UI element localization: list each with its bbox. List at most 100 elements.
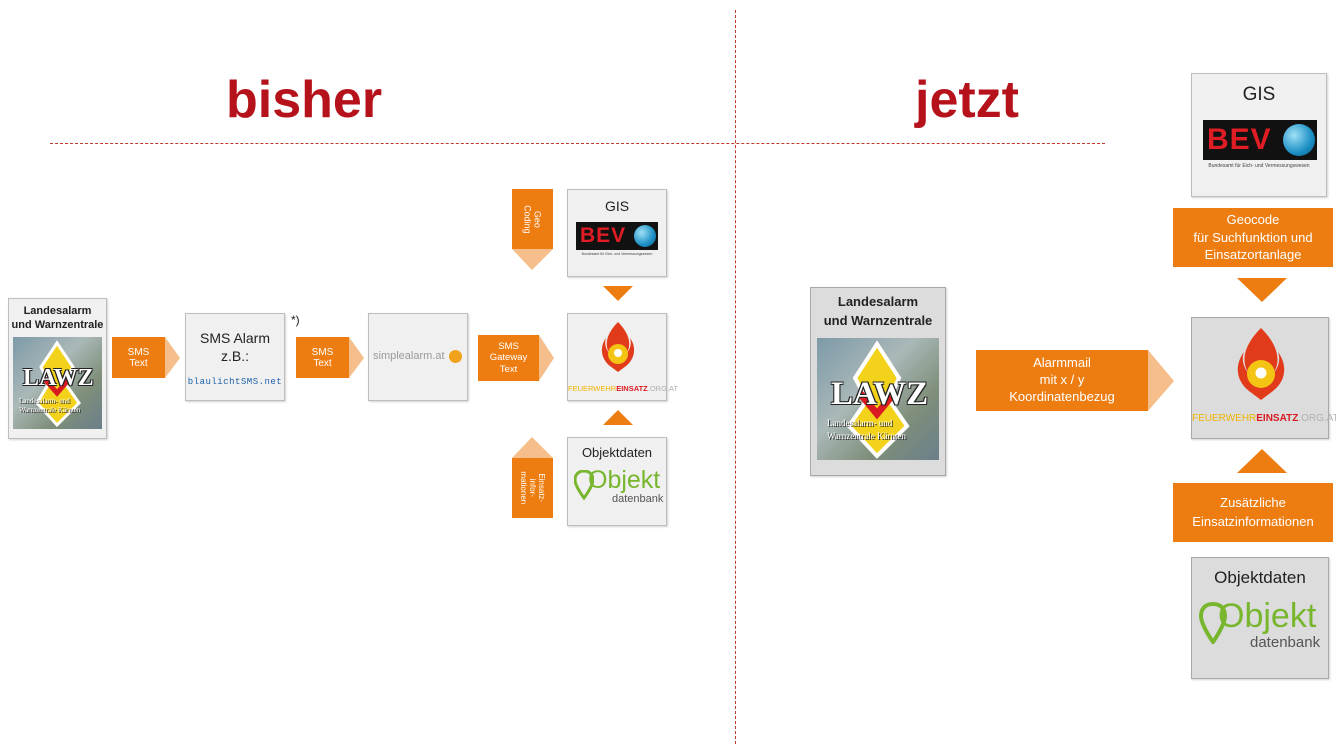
einsatz-info-line2: infor- — [528, 478, 538, 498]
lawz-jetzt-logo-sub1: Landesalarm- und — [827, 418, 893, 428]
einsatz-info-line3: mationen — [518, 471, 528, 505]
bev-logo-text: BEV — [580, 224, 627, 247]
objekt-logo-sub-jetzt: datenbank — [1250, 634, 1321, 651]
lawz-jetzt-logo-sub2: Warnzentrale Kärnten — [827, 431, 906, 441]
arrow-sms-gateway: SMS Gateway Text — [478, 335, 539, 381]
footnote-marker: *) — [291, 313, 300, 327]
arrow-geo-coding: Geo Coding — [512, 189, 553, 249]
lawz-jetzt-logo-text: LAWZ — [831, 376, 929, 412]
gis-box-bisher: GIS BEV Bundesamt für Eich- und Vermessu… — [567, 189, 667, 277]
heading-jetzt: jetzt — [915, 71, 1019, 129]
feuerwehr-jetzt-part3: .ORG.AT — [1298, 413, 1336, 424]
lawz-box-jetzt: Landesalarm und Warnzentrale LAWZ Landes… — [810, 287, 946, 476]
location-pin-icon — [1199, 602, 1227, 644]
geo-coding-text: Geo Coding — [522, 205, 543, 234]
sms-alarm-box: SMS Alarm z.B.: blaulichtSMS.net — [185, 313, 285, 401]
geocode-line1: Geocode — [1226, 212, 1280, 228]
arrow-gateway-line3: Text — [499, 363, 518, 375]
arrow-head-1 — [165, 337, 180, 378]
bev-caption-jetzt: Bundesamt für Eich- und Vermessungswesen — [1208, 163, 1310, 169]
arrow-head-alarmmail — [1148, 350, 1174, 411]
geo-coding-line1: Geo — [532, 210, 543, 228]
arrow-head-3 — [539, 335, 554, 381]
lawz-jetzt-logo-image: LAWZ Landesalarm- und Warnzentrale Kärnt… — [817, 338, 939, 460]
bev-caption-bisher: Bundesamt für Eich- und Vermessungswesen — [581, 252, 653, 256]
zusatz-line1: Zusätzliche — [1220, 495, 1286, 511]
vertical-divider — [735, 10, 736, 744]
objekt-logo-bisher: Objekt — [588, 466, 661, 494]
location-pin-icon — [574, 470, 594, 500]
feuerwehr-box-jetzt: FEUERWEHREINSATZ.ORG.AT — [1191, 317, 1336, 439]
simplealarm-logo: simplealarm.at — [373, 350, 445, 362]
alarmmail-line1: Alarmmail — [1033, 355, 1091, 371]
gis-box-jetzt: GIS BEV Bundesamt für Eich- und Vermessu… — [1191, 73, 1327, 197]
simplealarm-box: simplealarm.at — [368, 313, 468, 401]
arrow-geocode: Geocode für Suchfunktion und Einsatzorta… — [1173, 208, 1333, 267]
sms-alarm-line2: z.B.: — [220, 348, 249, 364]
lawz-box-bisher: Landesalarm und Warnzentrale LAWZ Landes… — [8, 298, 107, 439]
sms-alarm-line1: SMS Alarm — [199, 330, 270, 346]
arrow-sms-text-2-line1: SMS — [311, 346, 334, 358]
lawz-logo-image: LAWZ Landesalarm- und Warnzentrale Kärnt… — [13, 337, 102, 429]
lawz-jetzt-title-line2: und Warnzentrale — [823, 313, 933, 328]
lawz-jetzt-shield-icon — [846, 340, 910, 459]
lawz-title-line2: und Warnzentrale — [11, 319, 104, 331]
lawz-logo-sub1: Landesalarm- und — [19, 397, 70, 405]
arrow-up-zusatz — [1237, 449, 1287, 473]
arrow-head-geo — [512, 249, 553, 270]
geocode-line3: Einsatzortanlage — [1204, 247, 1302, 263]
geo-coding-line2: Coding — [522, 204, 533, 234]
blaulichtsms-logo: blaulichtSMS.net — [187, 377, 283, 387]
zusatz-line2: Einsatzinformationen — [1192, 513, 1314, 529]
arrow-sms-text-2-line2: Text — [313, 357, 332, 369]
objekt-logo-sub-bisher: datenbank — [612, 493, 664, 505]
einsatz-info-line1: Einsatz- — [537, 473, 547, 503]
lawz-title-line1: Landesalarm — [23, 305, 92, 317]
objekt-box-jetzt: Objektdaten Objekt datenbank — [1191, 557, 1329, 679]
feuerwehr-part1: FEUERWEHR — [568, 384, 617, 393]
arrow-head-einsatz — [512, 437, 553, 458]
arrow-alarmmail: Alarmmail mit x / y Koordinatenbezug — [976, 350, 1148, 411]
feuerwehr-part3: .ORG.AT — [647, 384, 679, 393]
bev-jetzt-logo-text: BEV — [1207, 123, 1272, 156]
globe-icon — [1283, 124, 1315, 156]
arrow-sms-text-1-line1: SMS — [127, 346, 150, 358]
objekt-title-bisher: Objektdaten — [581, 445, 653, 460]
arrow-down-geocode — [1237, 278, 1287, 302]
feuerwehr-logo-text-jetzt: FEUERWEHREINSATZ.ORG.AT — [1192, 413, 1336, 424]
bev-logo-jetzt: BEV — [1203, 120, 1317, 160]
feuerwehr-box-bisher: FEUERWEHREINSATZ.ORG.AT — [567, 313, 678, 401]
objekt-title-jetzt: Objektdaten — [1214, 568, 1306, 587]
lawz-shield-icon — [35, 340, 81, 428]
arrow-up-objekt-fw — [603, 410, 633, 425]
einsatz-info-text: Einsatz- infor- mationen — [518, 471, 547, 505]
gis-title-bisher: GIS — [604, 198, 630, 214]
feuerwehr-jetzt-part1: FEUERWEHR — [1192, 413, 1257, 424]
arrow-sms-text-1: SMS Text — [112, 337, 165, 378]
arrow-sms-text-1-line2: Text — [129, 357, 148, 369]
alarmmail-line2: mit x / y — [1039, 372, 1085, 388]
globe-icon — [634, 225, 656, 247]
arrow-head-2 — [349, 337, 364, 378]
objekt-logo-jetzt: Objekt — [1218, 597, 1317, 635]
arrow-down-gis-fw — [603, 286, 633, 301]
feuerwehr-jetzt-part2: EINSATZ — [1256, 413, 1299, 424]
simplealarm-badge-icon — [449, 350, 462, 363]
objekt-box-bisher: Objektdaten Objekt datenbank — [567, 437, 667, 526]
feuerwehr-logo-text-bisher: FEUERWEHREINSATZ.ORG.AT — [568, 384, 678, 393]
arrow-einsatz-info: Einsatz- infor- mationen — [512, 458, 553, 518]
horizontal-divider — [50, 143, 1105, 144]
feuerwehr-part2: EINSATZ — [616, 384, 648, 393]
arrow-gateway-line2: Gateway — [489, 352, 528, 364]
flame-pin-icon — [1237, 328, 1285, 400]
arrow-zusatz: Zusätzliche Einsatzinformationen — [1173, 483, 1333, 542]
arrow-gateway-line1: SMS — [498, 340, 519, 352]
bev-logo-bisher: BEV — [576, 222, 658, 250]
lawz-logo-text: LAWZ — [23, 365, 94, 391]
arrow-sms-text-2: SMS Text — [296, 337, 349, 378]
geocode-line2: für Suchfunktion und — [1193, 229, 1313, 245]
lawz-jetzt-title-line1: Landesalarm — [837, 294, 919, 309]
gis-title-jetzt: GIS — [1242, 84, 1276, 105]
lawz-logo-sub2: Warnzentrale Kärnten — [19, 406, 81, 414]
flame-pin-icon — [601, 322, 635, 372]
